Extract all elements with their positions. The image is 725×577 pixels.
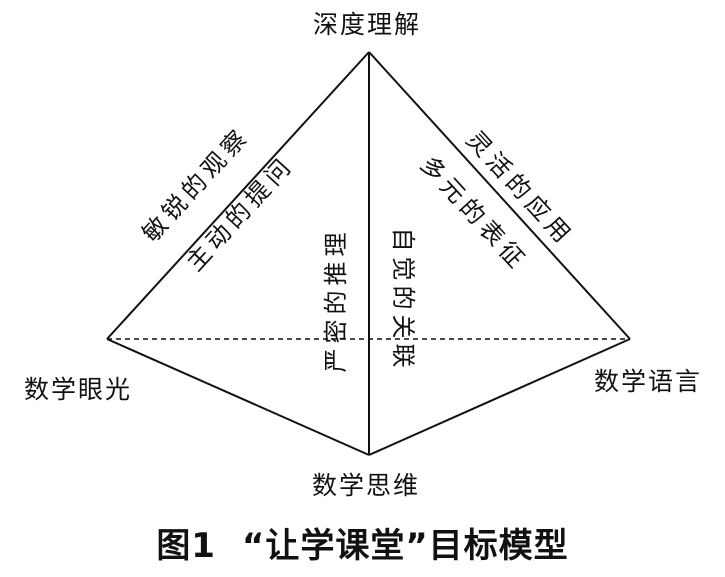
figure-title: “让学课堂”目标模型 [241, 526, 569, 566]
edge-top-to-left [106, 51, 370, 340]
node-left-label: 数学眼光 [24, 375, 132, 404]
node-top-label: 深度理解 [313, 10, 421, 39]
edge-right-to-bottom [368, 338, 631, 456]
edge-left-to-bottom [106, 338, 370, 456]
node-bottom-label: 数学思维 [312, 471, 420, 500]
figure-caption: 图1 “让学课堂”目标模型 [0, 518, 725, 568]
edge-label-rigorous-reasoning: 严密的推理 [322, 228, 350, 373]
edge-top-to-right [368, 51, 631, 340]
edge-label-conscious-association: 自觉的关联 [389, 228, 417, 373]
node-right-label: 数学语言 [594, 367, 702, 396]
figure-number: 图1 [156, 526, 216, 566]
